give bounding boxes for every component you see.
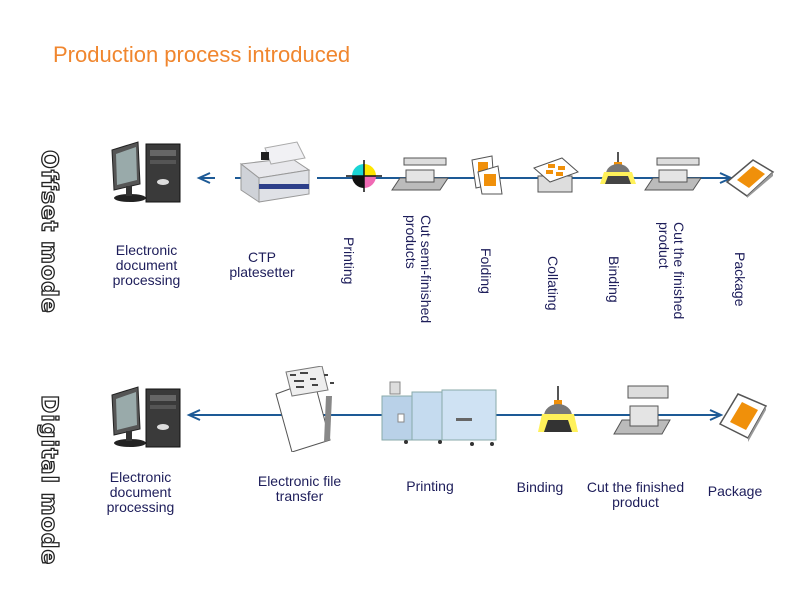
offset-flow-line xyxy=(200,177,730,179)
platesetter-icon xyxy=(239,141,311,203)
digital-step-label: Electronic document processing xyxy=(106,469,175,515)
file-transfer-icon xyxy=(275,366,334,452)
page-title: Production process introduced xyxy=(53,42,351,67)
offset-step-label: Cut the finished product xyxy=(656,222,687,320)
digital-step-label: Cut the finished product xyxy=(586,479,685,510)
offset-step-label: Printing xyxy=(341,237,357,285)
digital-press-icon xyxy=(381,381,497,446)
binding-icon xyxy=(600,152,636,184)
offset-step-label: Cut semi-finished products xyxy=(403,215,434,324)
package-icon xyxy=(718,393,768,442)
cutter-icon xyxy=(644,157,702,191)
arrow-left-icon xyxy=(186,409,201,421)
digital-step-label: Electronic file transfer xyxy=(257,473,342,504)
binding-icon xyxy=(538,386,578,432)
offset-step-label: Collating xyxy=(545,256,561,311)
offset-step-label: Package xyxy=(732,252,748,307)
cmyk-registration-icon xyxy=(346,160,382,192)
package-icon xyxy=(725,159,775,198)
cutter-icon xyxy=(391,157,449,191)
offset-mode-label: Offset mode xyxy=(35,149,61,314)
offset-step-label: Binding xyxy=(606,256,622,303)
digital-step-label: Package xyxy=(707,483,763,499)
arrow-right-icon xyxy=(709,409,724,421)
digital-step-label: Binding xyxy=(516,479,564,495)
folding-icon xyxy=(471,155,503,195)
offset-step-label: CTP platesetter xyxy=(229,249,295,280)
computer-icon xyxy=(111,386,181,448)
computer-icon xyxy=(111,141,181,203)
digital-mode-label: Digital mode xyxy=(35,394,61,566)
cutter-icon xyxy=(613,385,671,435)
offset-step-label: Electronic document processing xyxy=(112,242,181,288)
collating-icon xyxy=(533,157,579,193)
offset-step-label: Folding xyxy=(478,248,494,294)
digital-step-label: Printing xyxy=(406,478,454,494)
arrow-left-icon xyxy=(196,172,211,184)
